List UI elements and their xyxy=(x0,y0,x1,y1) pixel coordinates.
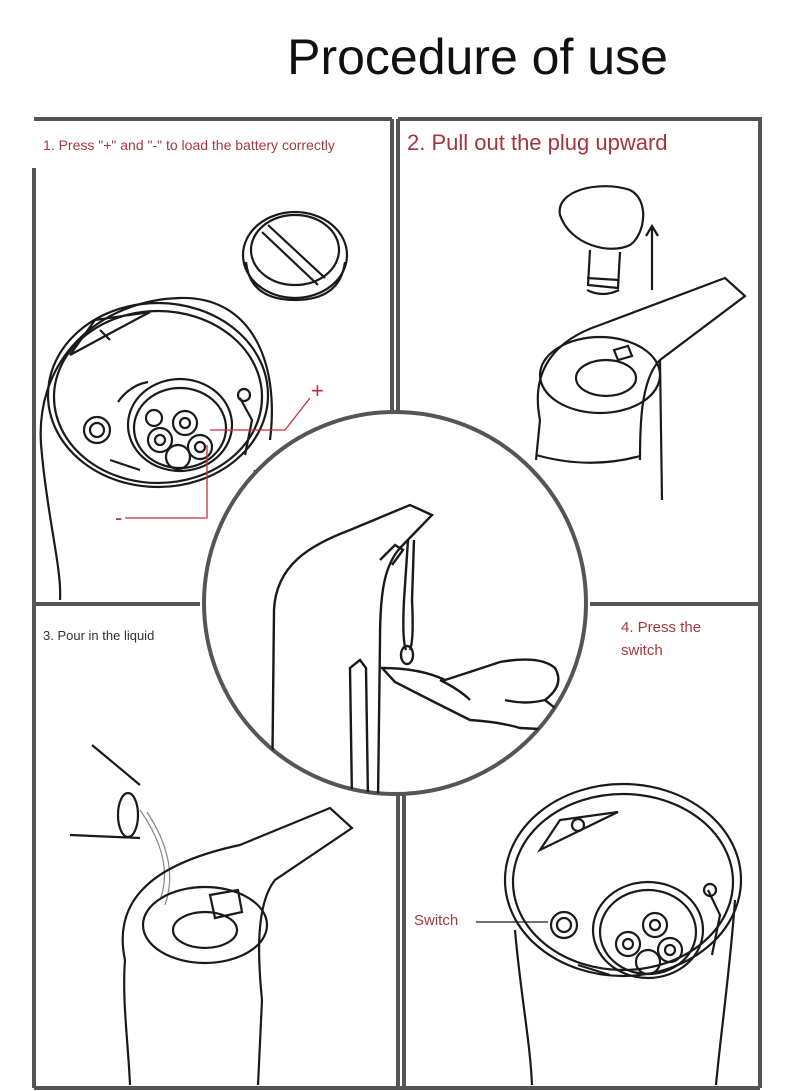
step-1-label: 1. Press "+" and "-" to load the battery… xyxy=(43,137,335,153)
panel-2-frame xyxy=(398,117,762,604)
plug-removal-illustration xyxy=(534,185,747,501)
panel-frames xyxy=(32,117,762,1090)
polarity-callout-lines xyxy=(125,397,311,519)
page-title: Procedure of use xyxy=(287,29,668,85)
switch-callout: Switch xyxy=(414,912,459,929)
minus-callout: - xyxy=(115,505,123,530)
step-2-label: 2. Pull out the plug upward xyxy=(407,130,668,155)
step-3-label: 3. Pour in the liquid xyxy=(43,628,155,643)
pour-liquid-illustration xyxy=(69,744,354,1086)
hand-dispensing-illustration xyxy=(270,503,567,794)
center-circle-bg xyxy=(202,410,588,796)
plus-callout: + xyxy=(311,378,324,403)
press-switch-illustration xyxy=(503,782,743,1086)
panel-1-frame xyxy=(32,168,200,606)
step-4-label: 4. Press the switch xyxy=(621,619,702,659)
